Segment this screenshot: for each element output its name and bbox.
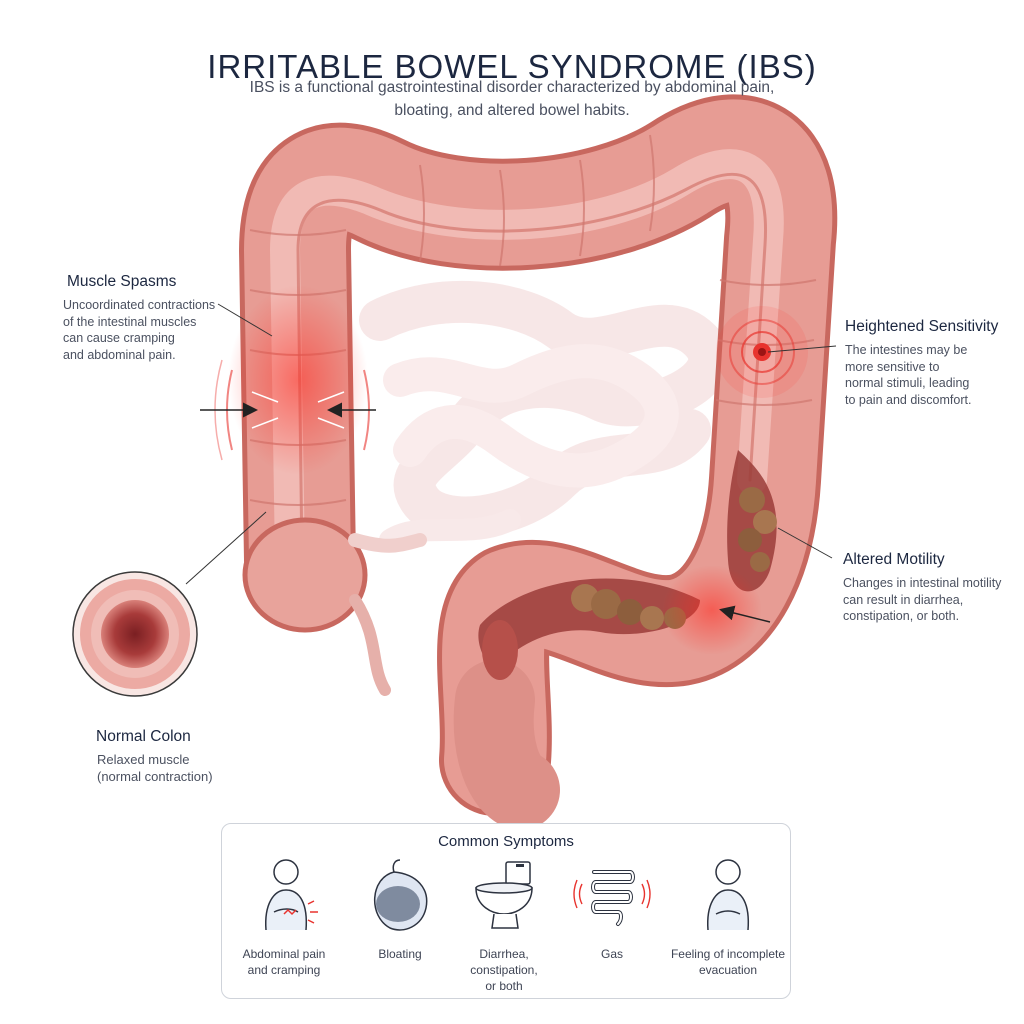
callout-title: Heightened Sensitivity <box>845 318 999 335</box>
normal-colon-cross-section <box>72 571 198 697</box>
rectum <box>453 660 560 830</box>
symptom-label: Abdominal pain and cramping <box>242 947 326 977</box>
symptom-label: Gas <box>600 947 623 961</box>
sensitivity-target <box>716 306 808 398</box>
symptom-abdominal-pain: Abdominal pain and cramping <box>224 854 344 978</box>
appendix <box>349 594 391 696</box>
callout-body: Changes in intestinal motility can resul… <box>843 576 1002 623</box>
bloating-icon <box>374 859 428 931</box>
incomplete-evacuation-icon <box>707 859 750 931</box>
callout-muscle-spasms: Muscle Spasms Uncoordinated contractions… <box>63 273 257 363</box>
symptom-diarrhea-constipation: Diarrhea, constipation, or both <box>444 854 564 994</box>
callout-body: Uncoordinated contractions of the intest… <box>63 298 216 362</box>
abdominal-pain-icon <box>265 859 318 931</box>
motility-cutaway <box>478 450 777 680</box>
callout-altered-motility: Altered Motility Changes in intestinal m… <box>843 551 1018 625</box>
callout-heightened-sensitivity: Heightened Sensitivity The intestines ma… <box>845 318 1020 408</box>
colon <box>239 94 838 816</box>
gas-icon <box>573 870 651 926</box>
symptoms-title: Common Symptoms <box>438 833 574 850</box>
callout-title: Muscle Spasms <box>67 273 177 290</box>
symptom-label: Feeling of incomplete evacuation <box>670 947 786 977</box>
symptoms-panel: Common Symptoms Abdominal pain and cramp… <box>221 823 791 999</box>
symptom-label: Diarrhea, constipation, or both <box>470 947 538 993</box>
spasm-region <box>200 285 376 475</box>
symptom-label: Bloating <box>378 947 422 961</box>
leader-lines <box>185 303 837 585</box>
callout-title: Normal Colon <box>96 728 191 745</box>
page-subtitle: IBS is a functional gastrointestinal dis… <box>249 79 775 119</box>
callout-normal-colon: Normal Colon Relaxed muscle (normal cont… <box>96 728 266 785</box>
cecum <box>242 517 368 633</box>
symptom-incomplete-evacuation: Feeling of incomplete evacuation <box>668 854 788 978</box>
toilet-icon <box>475 861 533 929</box>
callout-title: Altered Motility <box>843 551 945 568</box>
page-title: IRRITABLE BOWEL SYNDROME (IBS) <box>207 48 817 86</box>
small-intestine <box>359 280 730 551</box>
callout-body: The intestines may be more sensitive to … <box>845 343 972 407</box>
callout-body: Relaxed muscle (normal contraction) <box>97 752 213 784</box>
symptom-bloating: Bloating <box>340 854 460 962</box>
symptom-gas: Gas <box>552 854 672 962</box>
